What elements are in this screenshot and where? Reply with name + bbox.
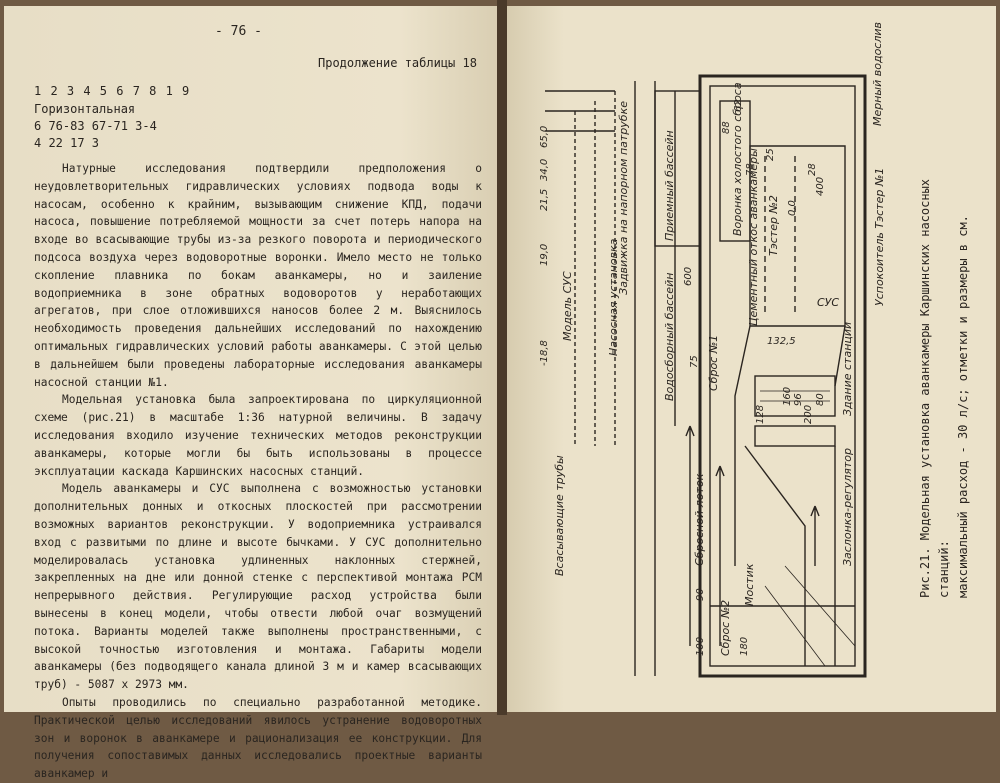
label-cement-slope: Цементный откос аванкамеры: [747, 148, 760, 326]
dim-100: 100: [695, 637, 706, 656]
book-spread: - 76 - Продолжение таблицы 18 1 2 3 4 5 …: [4, 0, 996, 780]
dim-28: 28: [807, 163, 818, 176]
dim-200: 200: [803, 405, 814, 424]
dim-65: 65,0: [539, 126, 550, 148]
dim-34: 34,0: [539, 159, 550, 181]
dim-19: 19,0: [539, 244, 550, 266]
dim-25: 25: [765, 148, 776, 161]
label-station-building: Здание станции: [841, 322, 854, 416]
paragraph: Модель аванкамеры и СУС выполнена с возм…: [34, 482, 482, 692]
paragraph: Опыты проводились по специально разработ…: [34, 695, 482, 781]
caption-line-2: максимальный расход - 30 л/с; отметки и …: [956, 215, 970, 598]
paragraph: Модельная установка была запроектирована…: [34, 393, 482, 478]
dim-160: 160: [782, 387, 793, 406]
table-header-row: 1 2 3 4 5 6 7 8 1 9: [34, 84, 191, 98]
page-number: - 76 -: [215, 24, 262, 39]
label-bridge: Мостик: [743, 563, 756, 606]
table-row-2: 4 22 17 3: [34, 136, 100, 150]
label-drain-tray: Сбросной лоток: [693, 473, 706, 566]
dim-88: 88: [721, 121, 732, 134]
figure-21-drawing: Задвижка на напорном патрубке Приемный б…: [539, 22, 886, 678]
label-tester1: Успокоитель Тэстер №1: [873, 168, 886, 306]
label-pump-unit: Насосная установка: [607, 238, 620, 356]
dim-0-0: 0,0: [787, 200, 798, 216]
label-receiving-basin: Приемный бассейн: [663, 130, 676, 241]
label-valve: Задвижка на напорном патрубке: [617, 101, 630, 295]
dim-90: 90: [695, 588, 706, 601]
dim-62: 62: [733, 99, 744, 112]
dim-21-5: 21,5: [539, 189, 550, 211]
label-drop1: Сброс №1: [707, 335, 720, 391]
label-water-basin: Водосборный бассейн: [663, 273, 676, 401]
label-sus: СУС: [817, 296, 839, 309]
dim-180: 180: [739, 637, 750, 656]
dim-78: 78: [745, 163, 756, 176]
label-weir: Мерный водослив: [871, 22, 884, 126]
dim-80: 80: [815, 393, 826, 406]
label-drop2: Сброс №2: [719, 600, 732, 656]
dim-132-5: 132,5: [767, 336, 796, 347]
dim-75: 75: [689, 355, 700, 368]
table-row-1: 6 76-83 67-71 3-4: [34, 119, 157, 133]
caption-line-1: Рис.21. Модельная установка аванкамеры К…: [918, 178, 951, 598]
book-gutter: [497, 0, 507, 715]
figure-caption: Рис.21. Модельная установка аванкамеры К…: [916, 138, 973, 598]
table-row-label: Горизонтальная: [34, 102, 136, 116]
table-continuation-title: Продолжение таблицы 18: [318, 56, 477, 70]
label-gate-regulator: Заслонка-регулятор: [841, 448, 854, 566]
paragraph: Натурные исследования подтвердили предпо…: [34, 162, 482, 389]
dim-96: 96: [793, 393, 804, 406]
left-page: [4, 6, 499, 712]
label-tester2: Тэстер №2: [767, 195, 780, 256]
label-model-sus: Модель СУС: [561, 271, 574, 341]
body-text: Натурные исследования подтвердили предпо…: [34, 160, 482, 783]
label-suction-pipes: Всасывающие трубы: [553, 455, 566, 576]
dim-600: 600: [683, 267, 694, 286]
dim-400: 400: [815, 177, 826, 196]
dim-18-8: -18,8: [539, 340, 550, 366]
dim-128: 128: [755, 405, 766, 424]
label-funnel: Воронка холостого сброса: [731, 82, 744, 236]
